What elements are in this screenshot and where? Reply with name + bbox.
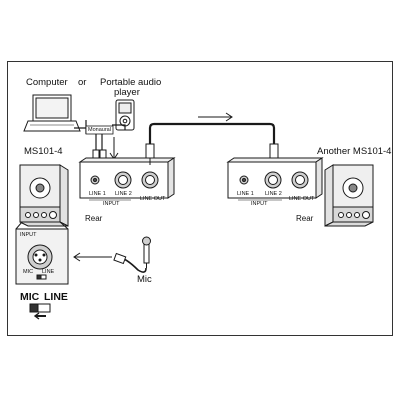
source-cables [74,120,126,150]
front-line-label: LINE [42,269,55,275]
link-cable [148,122,276,152]
player-label-2: player [114,87,140,98]
mic-line-switch-icon [29,303,51,320]
monaural-label: Monaural [88,126,111,133]
rear-right-line1: LINE 1 [237,191,254,197]
monaural-adapter [85,125,114,135]
mic-label: Mic [137,274,152,285]
speaker-right-model: Another MS101-4 [317,146,392,157]
rear-right-caption: Rear [296,214,314,223]
arrow-left-icon [73,252,112,262]
computer-label: Computer [26,77,68,88]
switch-line-label: LINE [44,291,68,303]
switch-mic-label: MIC [20,291,40,303]
front-mic-label: MIC [23,269,34,275]
rear-left-input: INPUT [103,201,120,207]
player-label-1: Portable audio [100,77,162,88]
mic-plug [113,252,127,265]
arrow-down-icon [109,137,119,160]
rear-right-input: INPUT [251,201,268,207]
rear-right-line2: LINE 2 [265,191,282,197]
rear-right-line-out: LINE OUT [289,196,315,202]
rear-left-line-out: LINE OUT [140,196,166,202]
rear-left-line1: LINE 1 [89,191,106,197]
speaker-left-model: MS101-4 [24,146,63,157]
front-input-label: INPUT [20,232,37,238]
front-detail-zoom [15,221,69,285]
rear-panel-right [226,157,324,201]
mic-cable [123,258,147,273]
speaker-right [324,164,374,227]
rear-left-line2: LINE 2 [115,191,132,197]
or-label: or [78,77,87,88]
rear-left-caption: Rear [85,214,103,223]
arrow-right-icon [198,112,233,122]
laptop-icon [23,94,81,132]
microphone-icon [142,236,151,268]
speaker-left [19,164,69,227]
